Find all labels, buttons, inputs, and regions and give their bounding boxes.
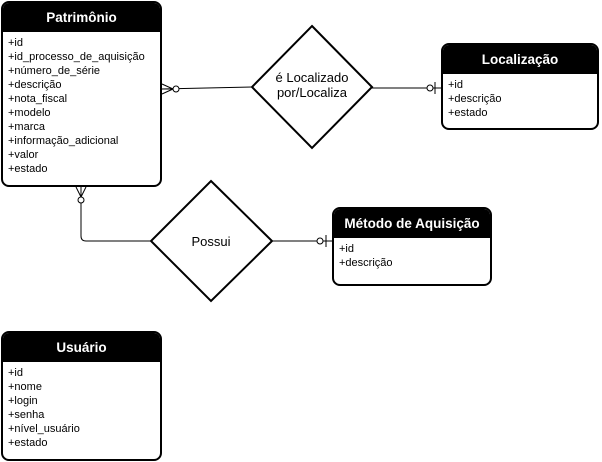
entity-metodo-aquisicao-title: Método de Aquisição	[334, 209, 490, 238]
attribute: +estado	[8, 163, 48, 175]
entity-localizacao[interactable]: Localização +id +descrição +estado	[441, 43, 599, 130]
attribute: +login	[8, 395, 38, 407]
attribute: +senha	[8, 409, 45, 421]
attribute: +número_de_série	[8, 65, 101, 77]
attribute: +id	[8, 37, 23, 49]
relationship-label-localizado: é Localizado por/Localiza	[262, 70, 362, 100]
relationship-label-localizado-line1: é Localizado	[275, 70, 349, 85]
attribute: +informação_adicional	[8, 135, 119, 147]
entity-localizacao-attributes: +id +descrição +estado	[443, 74, 597, 120]
entity-metodo-aquisicao[interactable]: Método de Aquisição +id +descrição	[332, 207, 492, 286]
entity-usuario[interactable]: Usuário +id +nome +login +senha +nível_u…	[1, 331, 162, 461]
attribute: +estado	[448, 107, 488, 119]
attribute: +nome	[8, 381, 42, 393]
zero-one-marker-localizacao	[426, 82, 436, 94]
attribute: +nível_usuário	[8, 423, 80, 435]
attribute: +descrição	[8, 79, 62, 91]
attribute: +descrição	[339, 257, 393, 269]
entity-patrimonio-title: Patrimônio	[3, 3, 160, 32]
entity-metodo-aquisicao-attributes: +id +descrição	[334, 238, 490, 270]
relationship-diamond-localizado	[250, 24, 374, 150]
relationship-label-localizado-line2: por/Localiza	[276, 85, 348, 100]
zero-one-marker-metodo	[316, 235, 327, 247]
entity-usuario-attributes: +id +nome +login +senha +nível_usuário +…	[3, 362, 160, 450]
attribute: +marca	[8, 121, 45, 133]
entity-patrimonio[interactable]: Patrimônio +id +id_processo_de_aquisição…	[1, 1, 162, 187]
attribute: +valor	[8, 149, 39, 161]
entity-usuario-title: Usuário	[3, 333, 160, 362]
entity-patrimonio-attributes: +id +id_processo_de_aquisição +número_de…	[3, 32, 160, 176]
attribute: +estado	[8, 437, 48, 449]
attribute: +id	[448, 79, 463, 91]
attribute: +descrição	[448, 93, 502, 105]
attribute: +id	[8, 367, 23, 379]
relationship-diamond-possui	[149, 179, 274, 303]
attribute: +id	[339, 243, 354, 255]
crow-foot-zero-many-patrimonio	[161, 83, 180, 95]
edge-patrimonio-possui	[80, 186, 151, 242]
entity-localizacao-title: Localização	[443, 45, 597, 74]
attribute: +id_processo_de_aquisição	[8, 51, 145, 63]
attribute: +modelo	[8, 107, 51, 119]
attribute: +nota_fiscal	[8, 93, 68, 105]
relationship-label-possui: Possui	[191, 234, 231, 249]
crow-foot-zero-many-possui	[75, 186, 87, 204]
